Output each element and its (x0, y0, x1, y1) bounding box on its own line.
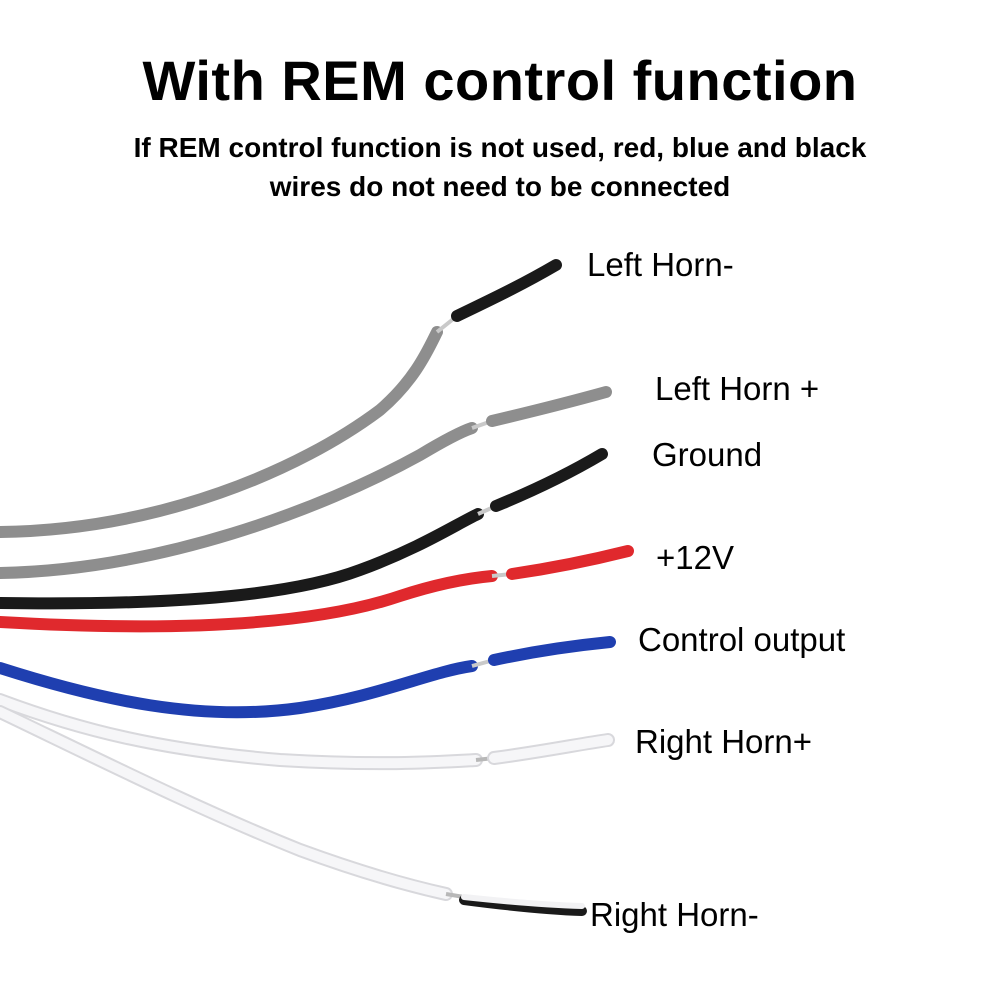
label-right-horn-plus: Right Horn+ (635, 723, 813, 760)
wire-ground-insulation (0, 508, 484, 610)
wire-right-horn-plus (0, 693, 615, 771)
wire-12v (0, 545, 634, 633)
wire-control-output-insulation (0, 660, 478, 719)
wire-left-horn-minus (0, 259, 562, 538)
wire-control-output (0, 636, 616, 719)
wire-left-horn-minus-tip (451, 259, 562, 322)
label-12v: +12V (656, 539, 734, 576)
wire-left-horn-plus-insulation (0, 422, 478, 579)
label-ground: Ground (652, 436, 763, 473)
wire-ground (0, 448, 608, 610)
label-right-horn-minus: Right Horn- (590, 896, 759, 933)
wire-right-horn-minus (0, 705, 587, 916)
page-subtitle: If REM control function is not used, red… (133, 132, 867, 202)
wire-12v-insulation (0, 570, 498, 633)
page-title: With REM control function (142, 49, 858, 112)
wire-right-horn-minus-tip (459, 895, 587, 916)
label-left-horn-minus: Left Horn- (587, 246, 734, 283)
label-control-output: Control output (638, 621, 846, 658)
wire-left-horn-minus-insulation (0, 326, 443, 538)
label-left-horn-plus: Left Horn + (655, 370, 820, 407)
wire-left-horn-plus (0, 386, 612, 579)
wire-ground-tip (490, 448, 608, 512)
wire-12v-tip (506, 545, 634, 580)
wire-control-output-tip (488, 636, 616, 666)
wire-left-horn-plus-tip (486, 386, 612, 427)
